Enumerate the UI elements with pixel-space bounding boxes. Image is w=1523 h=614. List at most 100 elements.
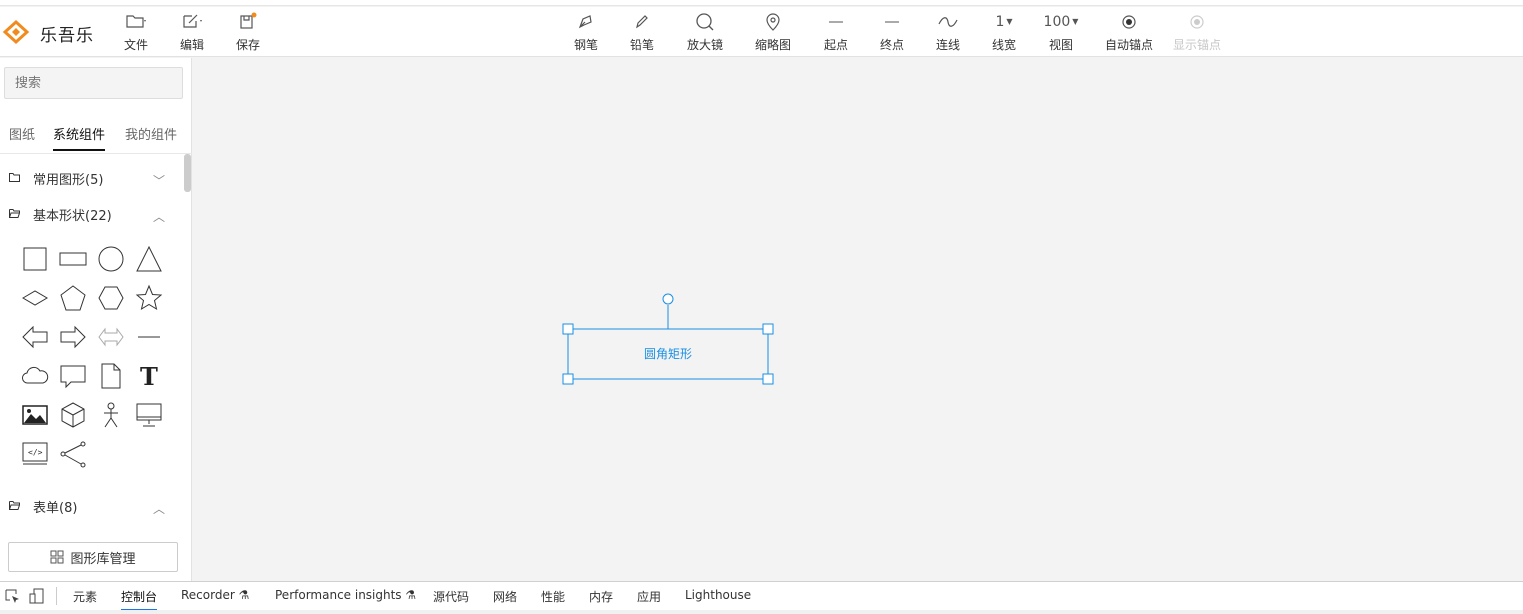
- minimap-button[interactable]: 缩略图: [752, 12, 794, 56]
- line-width-value: 1: [995, 14, 1005, 30]
- category-forms[interactable]: 表单(8) ︿: [9, 497, 181, 517]
- anchor-target-icon: [1100, 12, 1158, 32]
- line-start-icon: [820, 12, 852, 32]
- auto-anchor-button[interactable]: 自动锚点: [1100, 12, 1158, 56]
- square-shape[interactable]: [18, 242, 52, 276]
- pentagon-shape[interactable]: [56, 281, 90, 315]
- devtools-tab-performance-insights[interactable]: Performance insights ⚗: [275, 588, 416, 602]
- devtools-bottom-edge: [0, 610, 1523, 614]
- devtools-tab-elements[interactable]: 元素: [73, 590, 98, 604]
- devtools-tab-performance[interactable]: 性能: [541, 590, 566, 604]
- caret-down-icon: ▼: [1006, 17, 1013, 26]
- star-shape[interactable]: [132, 281, 166, 315]
- edit-menu-button[interactable]: 编辑: [174, 12, 210, 56]
- resize-handle-nw[interactable]: [562, 323, 574, 335]
- devtools-tab-sources[interactable]: 源代码: [433, 590, 470, 604]
- save-label: 保存: [235, 38, 260, 52]
- folder-icon: [9, 173, 20, 182]
- devtools-tab-lighthouse[interactable]: Lighthouse: [685, 588, 752, 602]
- view-dropdown[interactable]: 100▼ 视图: [1042, 12, 1080, 56]
- line-width-dropdown[interactable]: 1▼ 线宽: [988, 12, 1020, 56]
- minimap-label: 缩略图: [754, 38, 791, 52]
- folder-icon: [118, 12, 154, 32]
- selected-rounded-rect[interactable]: 圆角矩形: [562, 293, 774, 385]
- end-point-button[interactable]: 终点: [876, 12, 908, 56]
- pen-tool-button[interactable]: 钢笔: [570, 12, 602, 56]
- folder-open-icon: [9, 501, 20, 510]
- hexagon-shape[interactable]: [94, 281, 128, 315]
- tab-system-components[interactable]: 系统组件: [53, 124, 106, 151]
- magnifier-icon: [684, 12, 726, 32]
- double-arrow-shape[interactable]: [94, 320, 128, 354]
- save-icon: [232, 12, 264, 32]
- inspect-element-icon[interactable]: [4, 588, 20, 608]
- tab-my-components[interactable]: 我的组件: [125, 128, 178, 143]
- devtools-tab-memory[interactable]: 内存: [589, 590, 614, 604]
- image-shape[interactable]: [18, 398, 52, 432]
- text-shape[interactable]: T: [132, 359, 166, 393]
- magnifier-button[interactable]: 放大镜: [684, 12, 726, 56]
- chevron-up-icon: ︿: [153, 210, 166, 224]
- actor-shape[interactable]: [94, 398, 128, 432]
- line-shape[interactable]: [132, 320, 166, 354]
- performance-insights-label: Performance insights: [275, 588, 402, 602]
- svg-text:</>: </>: [28, 448, 43, 457]
- canvas-svg: 圆角矩形: [562, 293, 774, 385]
- file-menu-button[interactable]: 文件: [118, 12, 154, 56]
- diamond-shape[interactable]: [18, 281, 52, 315]
- connector-button[interactable]: 连线: [932, 12, 964, 56]
- category-label: 常用图形(5): [33, 173, 104, 188]
- category-common-shapes[interactable]: 常用图形(5) ﹀: [9, 169, 181, 189]
- view-label: 视图: [1048, 38, 1073, 52]
- device-toggle-icon[interactable]: [28, 587, 46, 609]
- devtools-tab-console[interactable]: 控制台: [121, 588, 158, 611]
- monitor-shape[interactable]: [132, 398, 166, 432]
- end-point-label: 终点: [879, 38, 904, 52]
- left-arrow-shape[interactable]: [18, 320, 52, 354]
- edit-icon: [174, 12, 210, 32]
- sidebar-scrollbar[interactable]: [184, 154, 191, 192]
- devtools-tab-recorder[interactable]: Recorder ⚗: [181, 588, 249, 602]
- cloud-shape[interactable]: [18, 359, 52, 393]
- shape-outline: [567, 328, 769, 380]
- rectangle-shape[interactable]: [56, 242, 90, 276]
- save-button[interactable]: 保存: [232, 12, 264, 56]
- pencil-icon: [626, 12, 658, 32]
- start-point-button[interactable]: 起点: [820, 12, 852, 56]
- circle-shape[interactable]: [94, 242, 128, 276]
- document-shape[interactable]: [94, 359, 128, 393]
- file-label: 文件: [123, 38, 148, 52]
- drawing-canvas[interactable]: 圆角矩形: [193, 58, 1523, 581]
- code-block-shape[interactable]: </>: [18, 437, 52, 471]
- sidebar-tabs: 图纸 系统组件 我的组件: [0, 120, 192, 154]
- flask-icon: ⚗: [405, 588, 417, 602]
- auto-anchor-label: 自动锚点: [1104, 38, 1153, 52]
- devtools-tab-network[interactable]: 网络: [493, 590, 518, 604]
- divider: [56, 587, 57, 605]
- chevron-down-icon: ﹀: [153, 174, 166, 188]
- share-nodes-shape[interactable]: [56, 437, 90, 471]
- le5le-logo-icon: [2, 19, 32, 45]
- library-manage-button[interactable]: 图形库管理: [8, 542, 178, 572]
- curve-icon: [932, 12, 964, 32]
- recorder-label: Recorder: [181, 588, 235, 602]
- flask-icon: ⚗: [238, 588, 250, 602]
- show-anchor-button[interactable]: 显示锚点: [1168, 12, 1226, 56]
- grid-icon: [50, 550, 64, 564]
- cube-shape[interactable]: [56, 398, 90, 432]
- devtools-tabbar: 元素 控制台 Recorder ⚗ Performance insights ⚗…: [0, 581, 1523, 611]
- devtools-tab-application[interactable]: 应用: [637, 590, 662, 604]
- tab-drawings[interactable]: 图纸: [9, 128, 36, 143]
- search-input[interactable]: [4, 67, 183, 99]
- resize-handle-sw[interactable]: [562, 373, 574, 385]
- speech-bubble-shape[interactable]: [56, 359, 90, 393]
- rotate-handle[interactable]: [662, 293, 674, 305]
- triangle-shape[interactable]: [132, 242, 166, 276]
- category-basic-shapes[interactable]: 基本形状(22) ︿: [9, 205, 181, 225]
- resize-handle-se[interactable]: [762, 373, 774, 385]
- resize-handle-ne[interactable]: [762, 323, 774, 335]
- right-arrow-shape[interactable]: [56, 320, 90, 354]
- edit-label: 编辑: [179, 38, 204, 52]
- pencil-tool-button[interactable]: 铅笔: [626, 12, 658, 56]
- brand-name: 乐吾乐: [40, 26, 94, 46]
